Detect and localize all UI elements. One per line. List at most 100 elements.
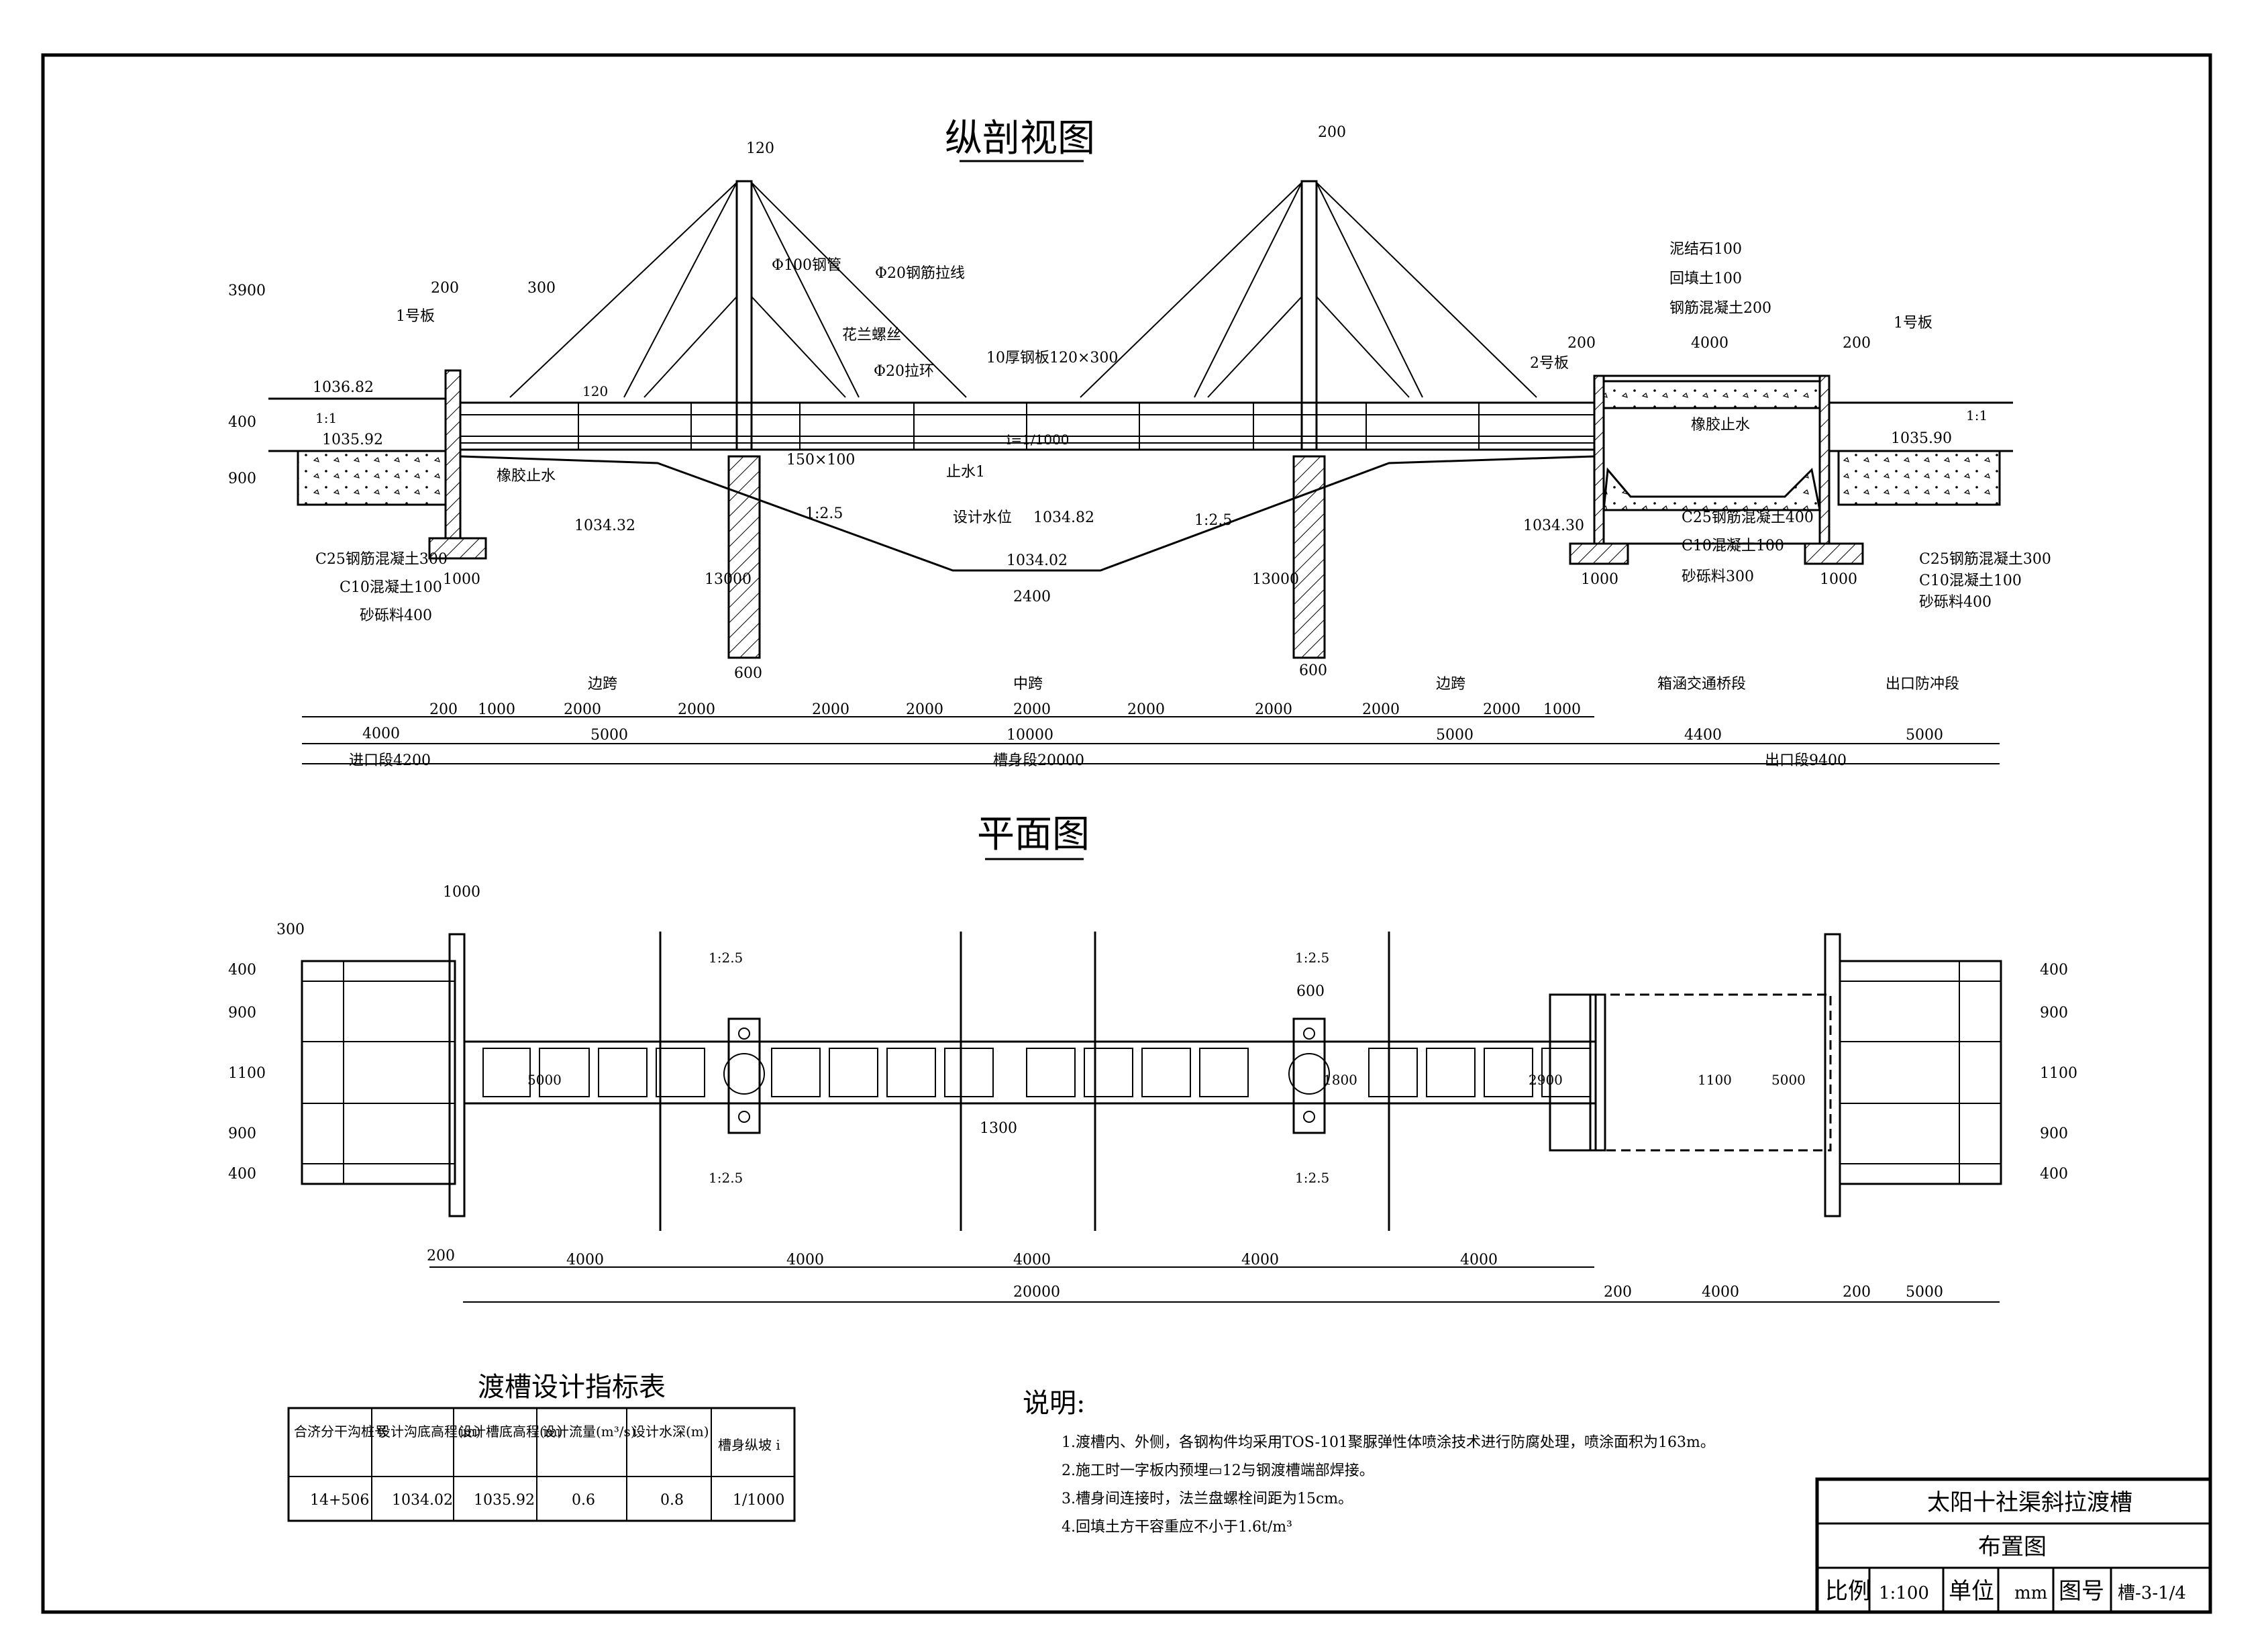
- svg-text:2000: 2000: [1127, 701, 1165, 718]
- svg-text:进口段4200: 进口段4200: [349, 752, 431, 769]
- svg-text:4000: 4000: [1460, 1252, 1498, 1268]
- svg-text:2000: 2000: [1013, 701, 1051, 718]
- svg-text:600: 600: [734, 665, 762, 682]
- svg-text:槽身段20000: 槽身段20000: [993, 752, 1084, 769]
- tower-left: [735, 180, 753, 451]
- svg-text:4000: 4000: [362, 726, 400, 742]
- svg-text:2000: 2000: [812, 701, 849, 718]
- svg-text:150×100: 150×100: [786, 452, 855, 468]
- svg-text:200: 200: [1843, 335, 1871, 352]
- svg-text:Φ20钢筋拉线: Φ20钢筋拉线: [875, 265, 965, 282]
- svg-text:5000: 5000: [1906, 727, 1943, 744]
- svg-text:300: 300: [276, 921, 305, 938]
- svg-text:Φ20拉环: Φ20拉环: [874, 363, 934, 380]
- svg-text:1.渡槽内、外侧，各钢构件均采用TOS-101聚脲弹性体喷涂: 1.渡槽内、外侧，各钢构件均采用TOS-101聚脲弹性体喷涂技术进行防腐处理，喷…: [1062, 1434, 1715, 1451]
- svg-text:200: 200: [431, 280, 459, 297]
- inlet-wall: [444, 369, 462, 540]
- svg-text:4.回填土方干容重应不小于1.6t/m³: 4.回填土方干容重应不小于1.6t/m³: [1062, 1519, 1292, 1536]
- svg-text:2000: 2000: [1362, 701, 1400, 718]
- svg-text:10000: 10000: [1007, 727, 1053, 744]
- svg-text:4000: 4000: [1013, 1252, 1051, 1268]
- svg-text:3900: 3900: [228, 283, 266, 299]
- cables-right: [1080, 182, 1537, 398]
- svg-text:边跨: 边跨: [1436, 676, 1465, 693]
- svg-text:说明:: 说明:: [1023, 1388, 1085, 1419]
- index-table-row: 14+506 1034.02 1035.92 0.6 0.8 1/1000: [310, 1492, 784, 1509]
- svg-text:5000: 5000: [1436, 727, 1474, 744]
- svg-text:1:2.5: 1:2.5: [805, 505, 843, 522]
- tower-right: [1300, 180, 1318, 451]
- dimension-chains: [302, 716, 2000, 764]
- svg-text:1000: 1000: [1581, 571, 1618, 588]
- svg-text:橡胶止水: 橡胶止水: [1691, 417, 1750, 434]
- svg-text:10厚钢板120×300: 10厚钢板120×300: [986, 350, 1118, 366]
- plan-bottom-dims: 200 4000 4000 4000 4000 4000 20000 200 4…: [427, 1248, 1943, 1301]
- svg-text:600: 600: [1296, 983, 1325, 1000]
- section-title: 纵剖视图: [945, 117, 1095, 160]
- svg-text:900: 900: [228, 1005, 256, 1021]
- svg-text:箱涵交通桥段: 箱涵交通桥段: [1657, 676, 1746, 693]
- svg-text:200: 200: [429, 701, 458, 718]
- svg-text:回填土100: 回填土100: [1669, 270, 1742, 287]
- svg-text:1000: 1000: [1820, 571, 1857, 588]
- svg-text:mm: mm: [2014, 1583, 2047, 1603]
- svg-text:900: 900: [228, 470, 256, 487]
- svg-text:1:2.5: 1:2.5: [709, 950, 743, 966]
- svg-text:900: 900: [228, 1125, 256, 1142]
- svg-text:20000: 20000: [1013, 1284, 1060, 1301]
- svg-text:出口段9400: 出口段9400: [1765, 752, 1847, 769]
- svg-text:图号: 图号: [2059, 1578, 2104, 1605]
- plan-pier-right: [1292, 1017, 1326, 1134]
- svg-text:1000: 1000: [1543, 701, 1581, 718]
- span-labels: 边跨 中跨 边跨 箱涵交通桥段 出口防冲段: [588, 676, 1959, 693]
- svg-text:13000: 13000: [705, 571, 752, 588]
- svg-text:900: 900: [2040, 1005, 2068, 1021]
- svg-text:设计槽底高程(m): 设计槽底高程(m): [459, 1423, 563, 1440]
- svg-text:400: 400: [2040, 962, 2068, 979]
- index-table: [287, 1407, 796, 1522]
- svg-text:中跨: 中跨: [1013, 676, 1043, 693]
- svg-text:设计水深(m): 设计水深(m): [632, 1423, 709, 1440]
- plan-endplate-right: [1824, 933, 1841, 1217]
- svg-text:设计水位: 设计水位: [953, 509, 1012, 526]
- svg-text:400: 400: [228, 1166, 256, 1183]
- svg-text:4000: 4000: [786, 1252, 824, 1268]
- svg-text:C10混凝土100: C10混凝土100: [1919, 572, 2022, 589]
- svg-text:5000: 5000: [1771, 1072, 1806, 1088]
- notes: 说明: 1.渡槽内、外侧，各钢构件均采用TOS-101聚脲弹性体喷涂技术进行防腐…: [1023, 1388, 1715, 1536]
- svg-text:2号板: 2号板: [1530, 355, 1569, 372]
- svg-text:200: 200: [1604, 1284, 1632, 1301]
- svg-text:400: 400: [228, 962, 256, 979]
- plan-outlet: [1839, 960, 2002, 1185]
- svg-text:C10混凝土100: C10混凝土100: [340, 579, 442, 596]
- svg-text:1100: 1100: [1698, 1072, 1732, 1088]
- svg-text:单位: 单位: [1949, 1578, 1994, 1605]
- svg-text:边跨: 边跨: [588, 676, 617, 693]
- svg-text:1034.30: 1034.30: [1523, 517, 1584, 534]
- svg-text:1000: 1000: [443, 571, 480, 588]
- svg-text:砂砾料400: 砂砾料400: [1919, 594, 1992, 611]
- pile-left: [727, 455, 761, 659]
- svg-text:2000: 2000: [1255, 701, 1292, 718]
- svg-text:1:2.5: 1:2.5: [1194, 512, 1232, 529]
- svg-text:i=1/1000: i=1/1000: [1007, 432, 1070, 448]
- svg-text:2000: 2000: [678, 701, 715, 718]
- section-view: [268, 180, 2013, 659]
- plan-endplate-left: [448, 933, 466, 1217]
- svg-text:5000: 5000: [527, 1072, 562, 1088]
- svg-text:Φ100钢管: Φ100钢管: [772, 257, 841, 274]
- svg-text:4000: 4000: [1691, 335, 1729, 352]
- svg-text:C25钢筋混凝土400: C25钢筋混凝土400: [1682, 509, 1814, 526]
- svg-text:1034.02: 1034.02: [1007, 552, 1068, 569]
- svg-text:4400: 4400: [1684, 727, 1722, 744]
- svg-text:橡胶止水: 橡胶止水: [497, 468, 556, 485]
- svg-text:200: 200: [1843, 1284, 1871, 1301]
- svg-text:泥结石100: 泥结石100: [1669, 241, 1742, 258]
- plan-inlet: [301, 960, 456, 1185]
- svg-text:4000: 4000: [566, 1252, 604, 1268]
- svg-text:2000: 2000: [564, 701, 601, 718]
- svg-text:太阳十社渠斜拉渡槽: 太阳十社渠斜拉渡槽: [1927, 1489, 2132, 1516]
- drawing-frame: [41, 53, 2212, 1614]
- svg-text:400: 400: [2040, 1166, 2068, 1183]
